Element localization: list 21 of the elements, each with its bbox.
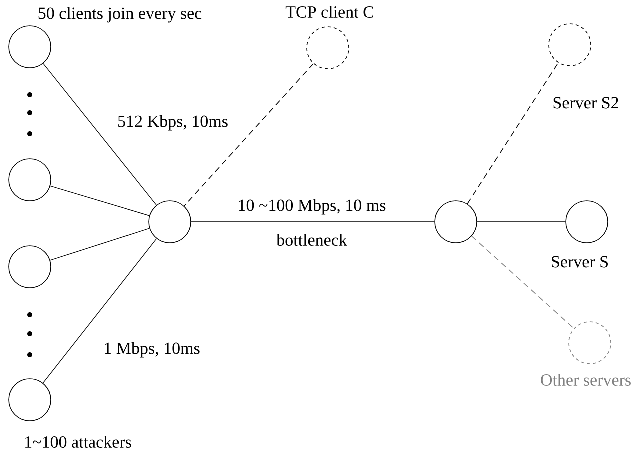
link-line (50, 228, 150, 261)
host-circle (8, 158, 52, 202)
host-label: Server S2 (554, 97, 618, 109)
edge-label: 10 ~100 Mbps, 10 ms (236, 198, 388, 216)
host-label: Server S (552, 256, 608, 268)
host-circle (8, 246, 52, 288)
host-circle (434, 200, 478, 244)
host-label: Other servers (541, 374, 631, 386)
host-label: TCP client C (286, 6, 374, 18)
host-label: 1~100 attackers (26, 436, 132, 448)
link-note: bottleneck (276, 233, 348, 247)
link-line (50, 186, 150, 216)
host-circle (148, 200, 192, 244)
edge-label: 1 Mbps, 10ms (102, 341, 202, 359)
host-label: 50 clients join every sec (38, 7, 202, 23)
edge-label: 512 Kbps, 10ms (116, 114, 230, 132)
link-line (42, 238, 158, 384)
link-line (472, 236, 575, 330)
link-line (184, 63, 314, 207)
link-line (43, 63, 157, 206)
link-line (467, 62, 559, 204)
